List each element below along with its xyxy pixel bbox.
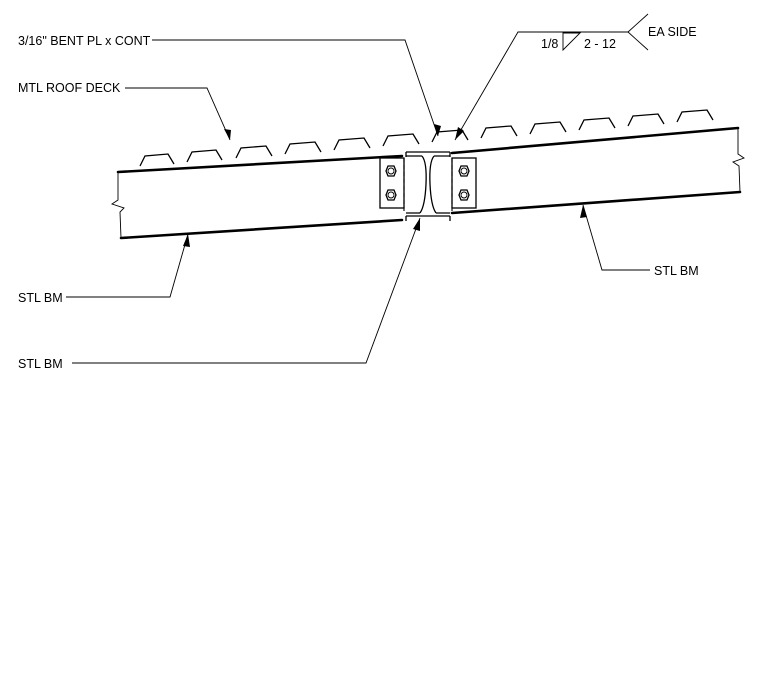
metal-roof-deck [139,109,714,167]
bolt [385,189,397,201]
fillet-weld-symbol [562,32,582,52]
weld-symbol: 1/8 2 - 12 EA SIDE [541,13,697,52]
label-roof-deck: MTL ROOF DECK [18,81,121,95]
leader-arrowhead [183,234,190,247]
steel-beam-left [110,154,404,240]
weld-note: EA SIDE [648,25,697,39]
leader-beam-right [582,204,650,271]
leader-arrowhead [580,205,587,218]
bolts [385,165,470,201]
weld-length-pitch: 2 - 12 [584,37,616,51]
label-beam-center: STL BM [18,357,63,371]
leader-roof-deck [125,87,231,141]
bolt [385,165,397,177]
leader-weld [454,31,628,141]
label-bent-plate: 3/16" BENT PL x CONT [18,34,151,48]
label-beam-left: STL BM [18,291,63,305]
leader-arrowhead [224,129,231,140]
leader-beam-left [66,233,189,298]
steel-beam-center [403,151,453,221]
leader-lines [66,31,650,364]
leader-arrowhead [455,127,464,140]
leader-arrowhead [434,124,441,136]
leader-arrowhead [413,218,420,231]
label-beam-right: STL BM [654,264,699,278]
bolt [458,165,470,177]
weld-size: 1/8 [541,37,558,51]
leader-beam-center [72,217,421,364]
steel-beam-right [450,126,745,215]
bent-plate [379,157,477,209]
leader-bent-plate [152,39,439,137]
bolt [458,189,470,201]
